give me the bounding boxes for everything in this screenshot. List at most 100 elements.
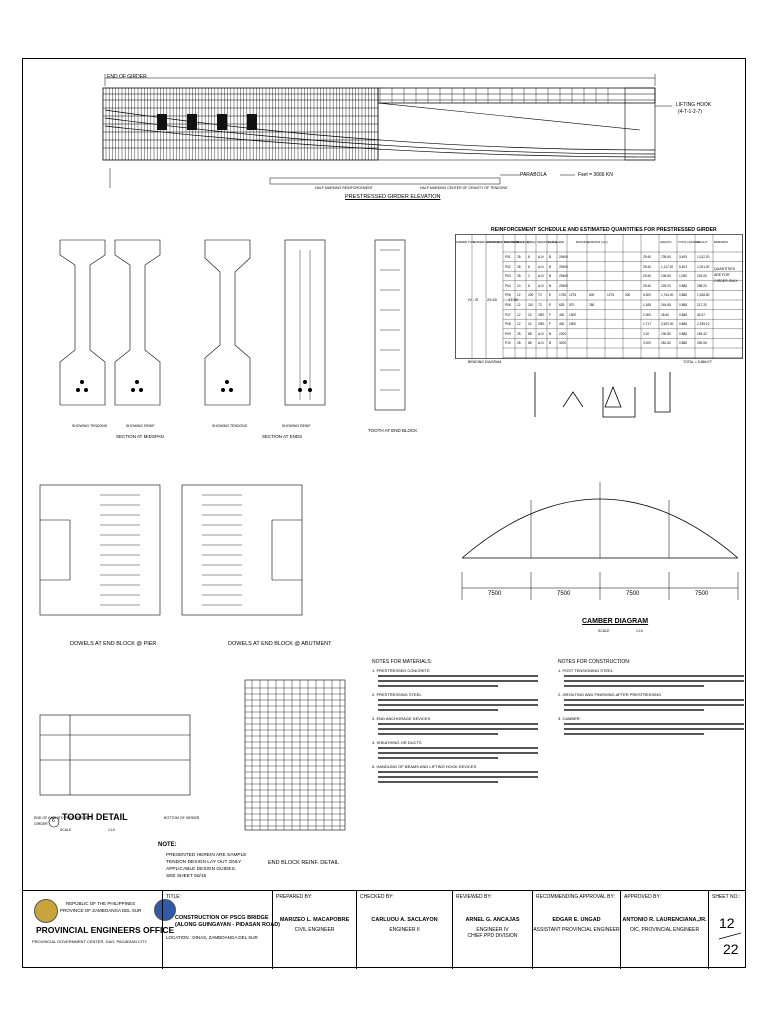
reviewed-label: REVIEWED BY: xyxy=(456,894,492,900)
schedule-cell: A-N xyxy=(538,255,544,259)
schedule-cell: 210 xyxy=(528,303,534,307)
schedule-cell: F xyxy=(549,322,551,327)
schedule-cell: 1,548.80 xyxy=(697,293,710,298)
schedule-remarks: QUANTITIES ARE FOR GIRDER ONLY xyxy=(714,267,738,283)
schedule-cell: 29400 xyxy=(559,283,568,288)
schedule-cell: 298.20 xyxy=(697,283,707,288)
approved-cell: APPROVED BY: ANTONIO R. LAURENCIANA,JR. … xyxy=(620,891,708,969)
note-text-line xyxy=(378,675,538,677)
schedule-header: QTY xyxy=(527,240,533,244)
office-block: REPUBLIC OF THE PHILIPPINES PROVINCE OF … xyxy=(22,891,176,969)
camber-title: CAMBER DIAGRAM xyxy=(582,618,649,625)
note-text-line xyxy=(378,781,498,783)
schedule-cell: 1,050 xyxy=(679,274,687,279)
schedule-cell: 8 xyxy=(528,264,530,269)
note-text-line xyxy=(564,699,744,701)
schedule-cell: 105.60 xyxy=(661,274,671,279)
schedule-cell: P06 xyxy=(505,303,511,307)
schedule-cell: 29400 xyxy=(559,274,568,279)
sheet-number: 12 xyxy=(719,915,735,931)
project-title: CONSTRUCTION OF PSCG BRIDGE xyxy=(175,915,269,921)
schedule-cell: 1,117.20 xyxy=(661,264,674,269)
schedule-header: GIRDER LENGTH (m) xyxy=(473,240,501,244)
note-text-line xyxy=(378,747,538,749)
schedule-cell: P01 xyxy=(505,255,511,259)
notes-construction-title: NOTES FOR CONSTRUCTION: xyxy=(558,659,631,665)
address-label: PROVINCIAL GOVERNMENT CENTER, DAO, PAGAD… xyxy=(32,939,148,944)
prepared-role: CIVIL ENGINEER xyxy=(294,927,335,933)
schedule-cell: 29.40 xyxy=(643,274,651,279)
drawing-sheet xyxy=(22,58,746,968)
peo-seal-icon xyxy=(154,899,176,921)
schedule-concrete-volume: 17.90 xyxy=(508,297,519,302)
note-line-4: SEE SHEET 50/15 xyxy=(166,874,207,879)
schedule-cell: 0.888 xyxy=(679,303,687,307)
approved-name: ANTONIO R. LAURENCIANA,JR. xyxy=(622,917,707,923)
schedule-cell: 250.06 xyxy=(697,341,707,346)
lifting-hook-ref: (4-T-1-2-7) xyxy=(678,109,702,115)
camber-span-3: 7500 xyxy=(626,591,640,597)
schedule-cell: P03 xyxy=(505,274,511,279)
note-text-line xyxy=(564,680,744,682)
schedule-cell: 1.900 xyxy=(643,312,651,317)
half-marking-center-label: HALF MARKING CENTER OF GRAVITY OF TENDON… xyxy=(420,186,508,190)
camber-scale-value: 1:10 xyxy=(636,629,643,633)
schedule-cell: 217.20 xyxy=(697,303,707,307)
province-seal-icon xyxy=(34,899,58,923)
checked-role: ENGINEER II xyxy=(389,927,420,933)
end-block-reinf-title: END BLOCK REINF. DETAIL xyxy=(268,860,340,866)
schedule-girder-length: 29.40 xyxy=(487,297,498,302)
half-marking-reinf-label: HALF MARKING REINFORCEMENT xyxy=(315,186,373,190)
schedule-cell: 190.80 xyxy=(661,331,671,336)
schedule-cell: T2 xyxy=(538,303,542,307)
sheet-label: SHEET NO.: xyxy=(712,894,741,900)
schedule-cell: T2 xyxy=(538,293,542,298)
schedule-cell: 5.300 xyxy=(643,293,651,298)
note-text-line xyxy=(378,680,538,682)
schedule-cell: 225.20 xyxy=(661,283,671,288)
note-text-line xyxy=(564,723,744,725)
schedule-cell: 2.20 xyxy=(643,331,650,336)
schedule-cell: 2200 xyxy=(559,331,567,336)
approved-role: OIC, PROVINCIAL ENGINEER xyxy=(629,927,700,933)
reviewed-cell: REVIEWED BY: ARNEL G. ANCAJAS ENGINEER I… xyxy=(452,891,532,969)
schedule-cell: 1275 xyxy=(569,293,577,298)
schedule-cell: 300 xyxy=(625,293,631,298)
note-text-line xyxy=(564,685,704,687)
schedule-cell: P02 xyxy=(505,264,511,269)
prepared-name: MARIZEO L. MACAPOBRE xyxy=(279,917,350,923)
province-label: PROVINCE OF ZAMBOANGA DEL SUR xyxy=(60,908,142,913)
schedule-cell: 1500 xyxy=(569,322,577,327)
elevation-title: PRESTRESSED GIRDER ELEVATION xyxy=(345,194,441,200)
schedule-cell: 705.60 xyxy=(661,255,671,259)
note-text-line xyxy=(378,728,538,730)
schedule-cell: 1,012.20 xyxy=(697,255,710,259)
tooth-scale-label: SCALE xyxy=(60,828,72,832)
dowels-pier-title: DOWELS AT END BLOCK @ PIER xyxy=(70,641,157,647)
note-text-line xyxy=(378,757,498,759)
schedule-cell: B xyxy=(549,283,552,288)
schedule-cell: 0.888 xyxy=(679,283,687,288)
note-item-heading: 5. HANDLING OF BEAMS AND LIFTING HOOK DE… xyxy=(372,764,477,769)
section-ends-reinf-caption: SHOWING REINF xyxy=(282,424,311,428)
schedule-cell: 2 xyxy=(528,274,530,279)
schedule-cell: 12 xyxy=(517,322,521,327)
camber-span-2: 7500 xyxy=(557,591,571,597)
project-location: LOCATION : DINAS, ZAMBOANGA DEL SUR xyxy=(166,935,258,940)
schedule-header: REMARKS xyxy=(714,240,728,244)
schedule-cell: A-N xyxy=(538,331,544,336)
schedule-total: TOTAL = 5,866 KT xyxy=(683,360,713,364)
schedule-cell: 1750 xyxy=(559,293,567,298)
note-label: NOTE: xyxy=(158,842,177,848)
schedule-cell: B xyxy=(549,341,552,346)
schedule-cell: 12 xyxy=(517,312,521,317)
schedule-cell: 1,001.00 xyxy=(697,264,710,269)
recommending-name: EDGAR E. UNGAD xyxy=(552,917,601,923)
schedule-cell: 88 xyxy=(528,331,532,336)
note-text-line xyxy=(378,685,498,687)
schedule-cell: 3,409 xyxy=(679,255,687,259)
note-text-line xyxy=(378,723,538,725)
section-ends-tendons-caption: SHOWING TENDONS xyxy=(212,424,248,428)
schedule-cell: B xyxy=(549,255,552,259)
